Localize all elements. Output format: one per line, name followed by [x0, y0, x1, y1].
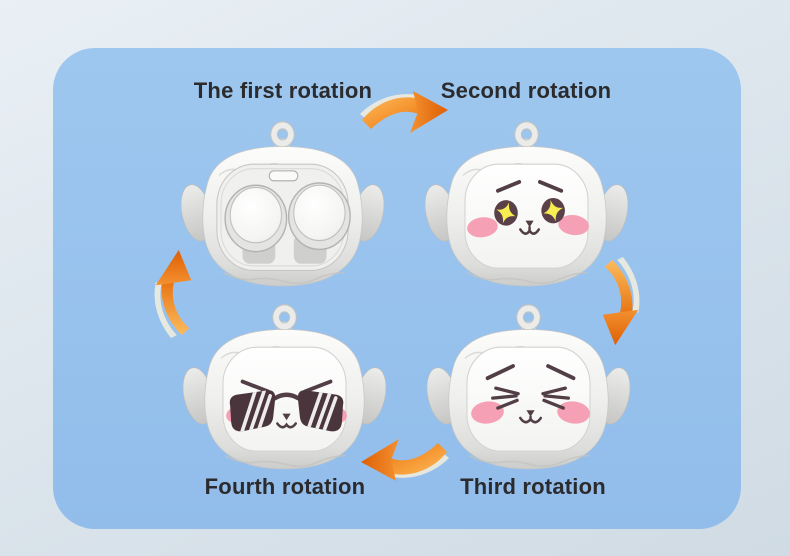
face-panel [466, 346, 591, 452]
step-label-first: The first rotation [193, 78, 373, 103]
cheek-right [557, 401, 590, 424]
step-label-second: Second rotation [440, 78, 612, 103]
nose [526, 410, 535, 417]
eyebrow-right [303, 379, 333, 394]
earbud-left [229, 186, 282, 244]
hanger-ring [270, 121, 295, 150]
earbud-right [293, 184, 346, 242]
sunglasses-icon [229, 390, 344, 432]
step-label-fourth: Fourth rotation [204, 474, 366, 499]
nose [282, 413, 291, 421]
star-left [496, 202, 516, 224]
squint-eye-right [541, 386, 571, 410]
mouth [519, 415, 543, 424]
rotation-arrow-right-icon [360, 91, 448, 133]
status-pill [268, 170, 299, 182]
cheek-left [471, 401, 504, 424]
open-tray [216, 163, 351, 271]
hanger-ring [514, 121, 539, 150]
step-label-third: Third rotation [460, 474, 606, 499]
nose [525, 220, 534, 228]
squint-smile-face-case [426, 304, 631, 470]
squint-eye-left [491, 386, 520, 410]
mouth [519, 225, 541, 235]
starry-eyes-face [467, 179, 589, 238]
sunglasses-face [226, 379, 347, 432]
eyebrow-left [485, 364, 515, 381]
hanger-ring [272, 304, 297, 333]
hanger-ring [516, 304, 541, 333]
eyebrow-left [496, 179, 522, 193]
starry-eyes-face-case [424, 121, 629, 287]
rotation-arrow-left-icon [361, 439, 449, 481]
cheek-right [558, 215, 589, 236]
sunglasses-face-case [182, 304, 387, 470]
star-right [543, 200, 564, 222]
open-earbuds-case [180, 121, 385, 287]
squint-smile-face [471, 364, 590, 424]
rotation-arrow-down-icon [602, 256, 640, 346]
eyebrow-left [240, 379, 270, 394]
eyebrow-right [546, 364, 576, 381]
cheek-left [467, 217, 498, 238]
rotation-arrow-up-icon [154, 249, 192, 339]
eyebrow-right [538, 179, 564, 193]
mouth [276, 422, 298, 429]
